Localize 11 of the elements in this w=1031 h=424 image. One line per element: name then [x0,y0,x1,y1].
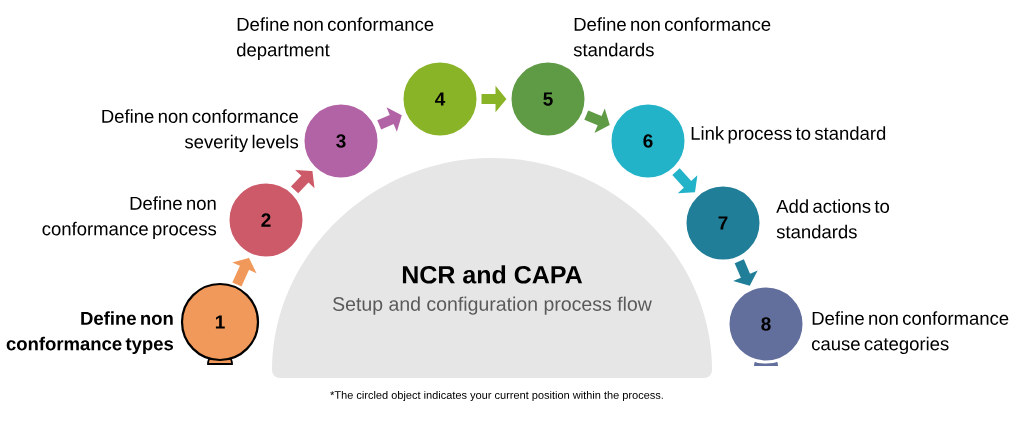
step-label: Define non conformance department [237,17,434,61]
step-label: Define non conformance types [6,311,174,355]
step-label: Define non conformance cause categories [812,311,1009,355]
chevron-arrow [672,168,698,194]
step-label: Link process to standard [691,126,886,144]
step-label: Define non conformance process [42,196,217,240]
step-label: Define non conformance standards [573,17,771,57]
footnote: *The circled object indicates your current position within the process. [330,390,663,402]
chevron-arrow [290,169,315,194]
step-label: Define non conformance severity levels [102,109,299,153]
step-label: Add actions to standards [776,199,890,239]
